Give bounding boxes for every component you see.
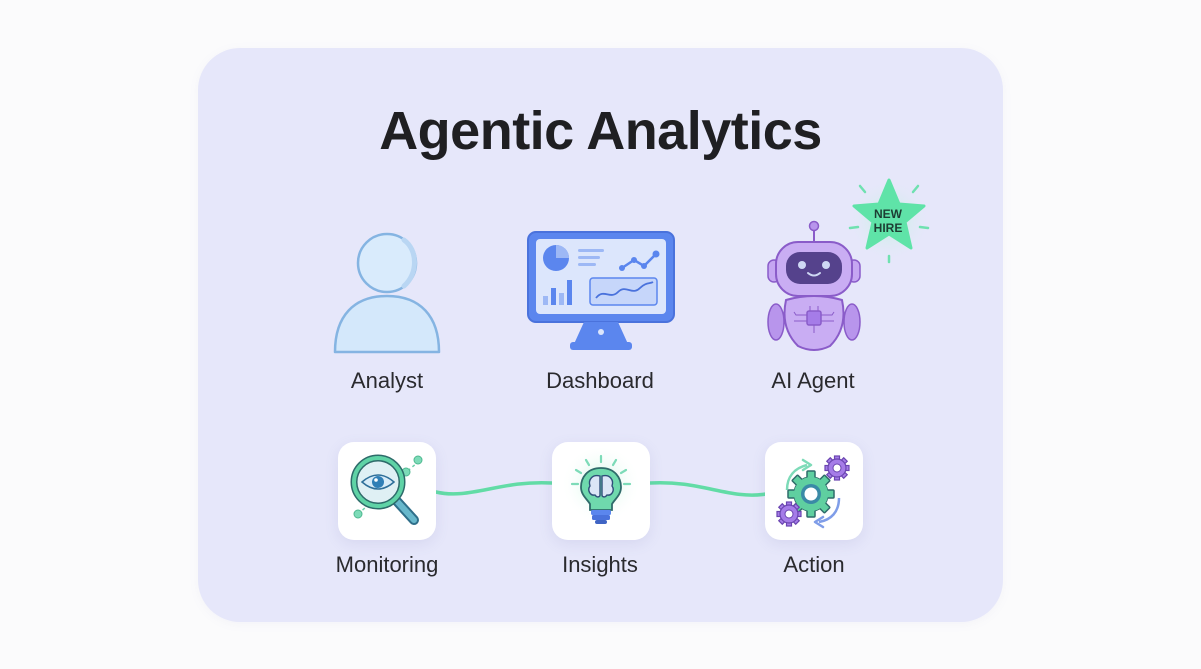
analyst-label: Analyst (350, 368, 424, 393)
dashboard-label: Dashboard (546, 368, 654, 393)
step-monitoring (338, 442, 436, 540)
ai-agent-label: AI Agent (771, 368, 855, 393)
magnifier-eye-icon (350, 454, 423, 525)
new-hire-badge-text: NEW HIRE (856, 207, 920, 235)
badge-line1: NEW (874, 207, 902, 221)
gears-cycle-icon (776, 455, 850, 529)
badge-line2: HIRE (873, 221, 903, 235)
step-action (765, 442, 863, 540)
step-insights (552, 442, 650, 540)
person-icon (333, 232, 441, 354)
page-title: Agentic Analytics (379, 101, 822, 161)
action-label: Action (783, 552, 845, 577)
new-hire-star-badge (847, 178, 931, 264)
robot-icon (767, 220, 861, 351)
insights-label: Insights (562, 552, 638, 577)
monitoring-label: Monitoring (335, 552, 439, 577)
lightbulb-brain-icon (561, 448, 641, 528)
monitor-dashboard-icon (527, 231, 675, 350)
